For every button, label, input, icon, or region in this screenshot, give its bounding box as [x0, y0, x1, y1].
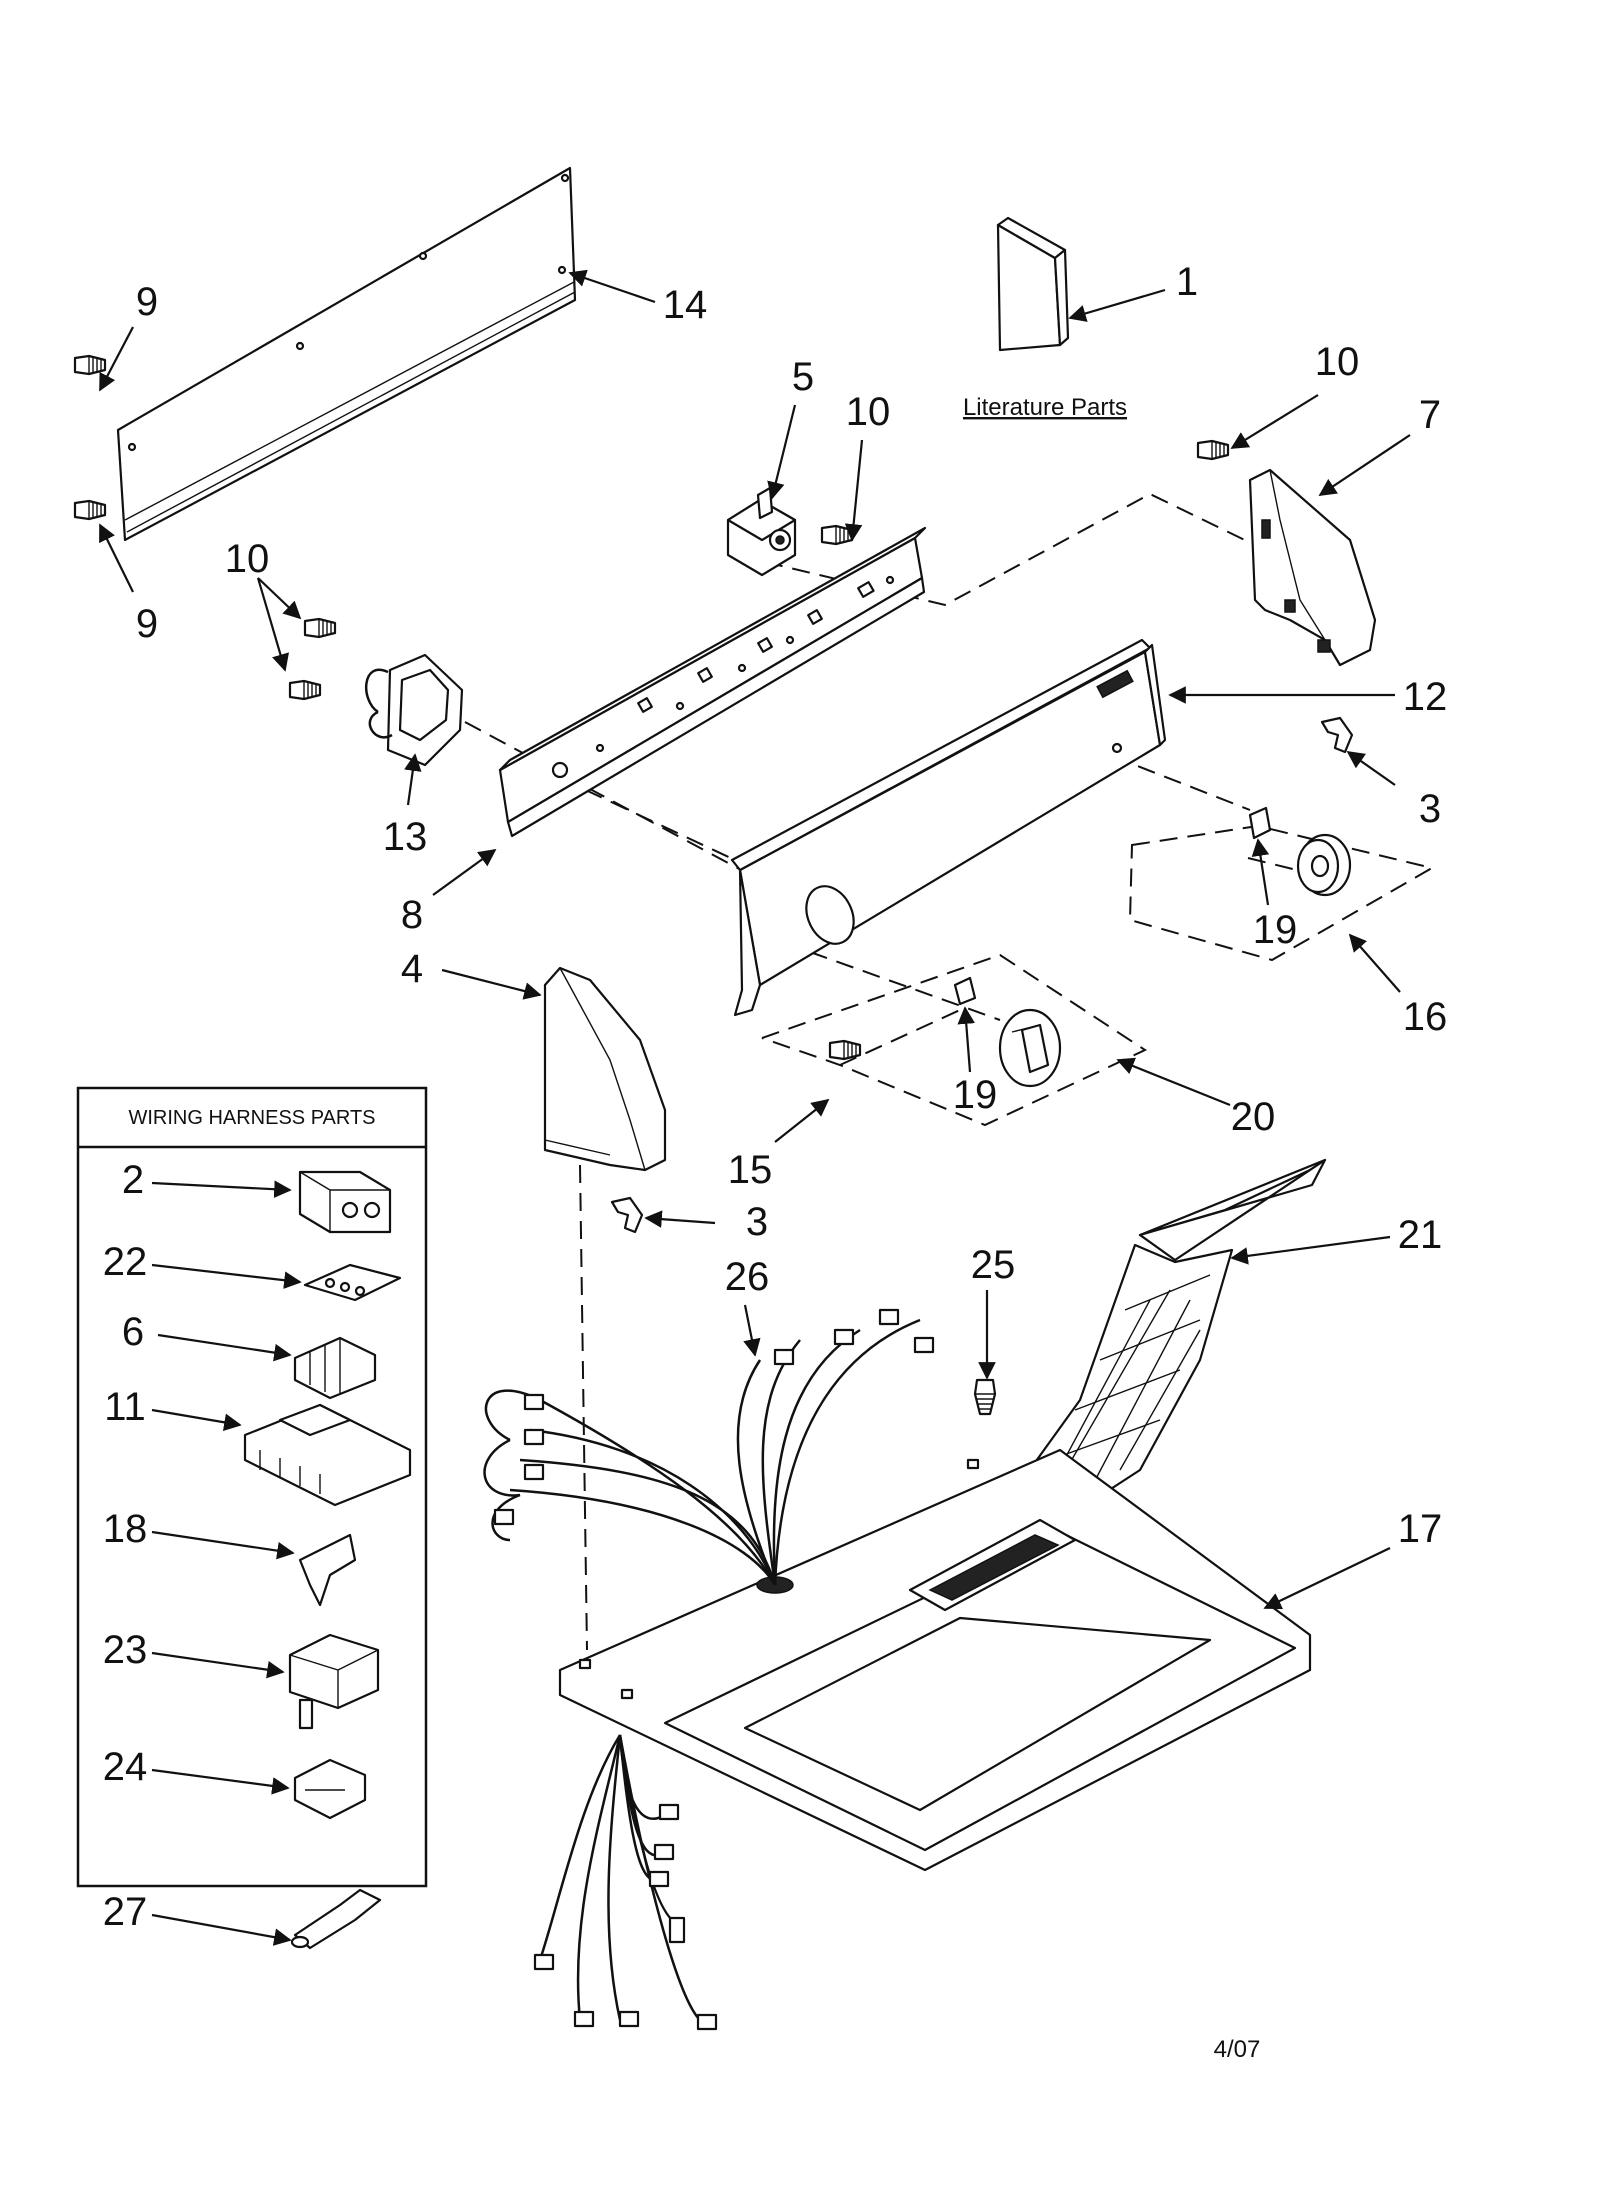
part-18-clip [298, 1533, 357, 1607]
part-26-wire-harness [483, 1308, 935, 1586]
callout-17: 17 [1398, 1507, 1443, 1551]
part-callout-labels: 1 Literature Parts 5 10 10 7 14 9 9 10 1… [103, 260, 1448, 2063]
callout-20: 20 [1231, 1095, 1276, 1139]
callout-10-console: 10 [846, 390, 891, 434]
part-2-connector [298, 1170, 392, 1234]
wiring-harness-parts-box: WIRING HARNESS PARTS [76, 1086, 428, 1950]
callout-9-bottom: 9 [136, 602, 158, 646]
part-1-literature-booklet [996, 216, 1070, 352]
part-3-clip-right [1320, 716, 1354, 754]
callout-11: 11 [104, 1385, 146, 1429]
part-27-terminal [290, 1888, 382, 1950]
callout-6: 6 [122, 1310, 144, 1354]
callout-27: 27 [103, 1890, 148, 1934]
callout-3-right: 3 [1419, 787, 1441, 831]
part-25-screw [973, 1378, 997, 1416]
callout-19-left: 19 [953, 1073, 998, 1117]
callout-16: 16 [1403, 995, 1448, 1039]
part-7-right-end-cap [1248, 468, 1377, 667]
assembly-guide-lines [464, 492, 1435, 1651]
part-9-screw-bottom [73, 499, 107, 521]
date-code: 4/07 [1214, 2036, 1261, 2063]
callout-12: 12 [1403, 675, 1448, 719]
callout-21: 21 [1398, 1213, 1443, 1257]
callout-13: 13 [383, 815, 428, 859]
wiring-box-title: WIRING HARNESS PARTS [128, 1107, 375, 1129]
part-8-control-bracket [498, 526, 927, 838]
part-26-wire-harness-lower [533, 1734, 718, 2031]
part-14-rear-trim-panel [116, 166, 577, 542]
part-10-screw-console [820, 524, 854, 546]
callout-1: 1 [1176, 260, 1198, 304]
callout-7: 7 [1419, 393, 1441, 437]
callout-18: 18 [103, 1507, 148, 1551]
part-11-connector-block [243, 1403, 412, 1507]
callout-9-top: 9 [136, 280, 158, 324]
callout-14: 14 [663, 283, 708, 327]
part-6-connector [293, 1336, 377, 1400]
part-10-screw-endcap [1196, 439, 1230, 461]
callout-2: 2 [122, 1158, 144, 1202]
part-4-left-end-cap [543, 966, 667, 1172]
part-17-top-panel [558, 1448, 1312, 1872]
callout-15: 15 [728, 1148, 773, 1192]
part-9-screw-top [73, 354, 107, 376]
part-13-terminal-block [365, 653, 464, 767]
part-12-console [730, 638, 1167, 1017]
part-15-screw [828, 1039, 862, 1061]
callout-23: 23 [103, 1628, 148, 1672]
callout-24: 24 [103, 1745, 148, 1789]
part-10-screw-upper [303, 617, 337, 639]
callout-19-right: 19 [1253, 908, 1298, 952]
part-22-connector [303, 1263, 402, 1302]
callout-26: 26 [725, 1255, 770, 1299]
callout-10-terminal: 10 [225, 537, 270, 581]
part-19-clip-right [1248, 806, 1272, 840]
callout-22: 22 [103, 1240, 148, 1284]
callout-4: 4 [401, 947, 423, 991]
part-10-screw-lower [288, 679, 322, 701]
part-16-knob-assembly [1296, 833, 1352, 897]
part-24-connector [293, 1758, 367, 1820]
part-19-clip-left [953, 976, 977, 1006]
callout-25: 25 [971, 1243, 1016, 1287]
part-23-connector [288, 1633, 380, 1730]
callout-3-left: 3 [746, 1200, 768, 1244]
literature-parts-label: Literature Parts [963, 394, 1127, 421]
callout-10-endcap: 10 [1315, 340, 1360, 384]
part-5-switch [726, 486, 797, 577]
part-3-clip-left [610, 1196, 644, 1234]
callout-8: 8 [401, 893, 423, 937]
leader-lines [99, 269, 1411, 1946]
callout-5: 5 [792, 355, 814, 399]
part-20-knob-assembly [998, 1008, 1062, 1088]
